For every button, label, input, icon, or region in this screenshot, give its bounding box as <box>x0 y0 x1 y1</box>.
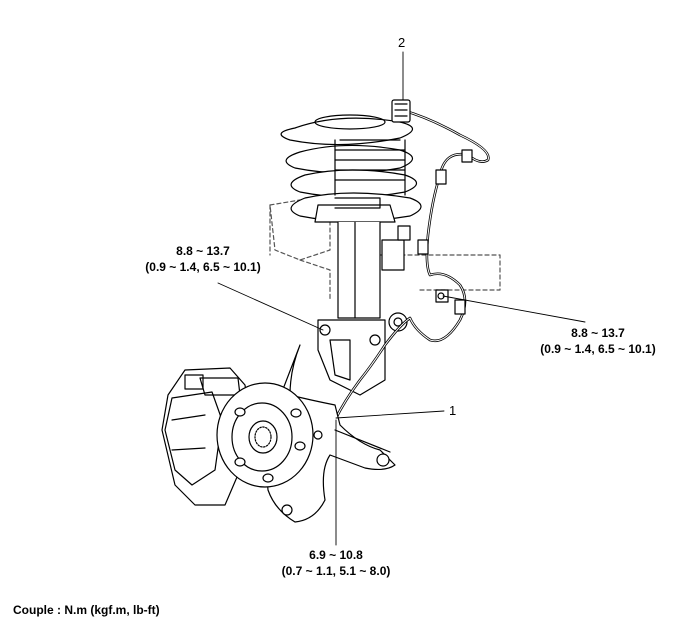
leader-lines <box>217 51 586 546</box>
strut-tube <box>337 221 411 319</box>
torque-bottom-value: 6.9 ~ 10.8 <box>309 548 363 562</box>
wheel-hub <box>216 382 314 488</box>
callout-part-1: 1 <box>449 403 457 418</box>
torque-unit-note: Couple : N.m (kgf.m, lb-ft) <box>13 603 160 617</box>
torque-upper-left-value: 8.8 ~ 13.7 <box>176 244 230 258</box>
sensor-connector <box>391 99 411 123</box>
sensor-cable <box>333 108 490 422</box>
strut-bracket <box>317 312 408 396</box>
spring-seat <box>314 197 396 223</box>
leader-part-1 <box>335 410 445 419</box>
torque-right-alt: (0.9 ~ 1.4, 6.5 ~ 10.1) <box>540 342 656 356</box>
callout-part-2: 2 <box>398 35 406 50</box>
torque-upper-left-alt: (0.9 ~ 1.4, 6.5 ~ 10.1) <box>145 260 261 274</box>
torque-bottom-alt: (0.7 ~ 1.1, 5.1 ~ 8.0) <box>281 564 391 578</box>
leader-upper-left-torque <box>217 282 324 331</box>
torque-right-value: 8.8 ~ 13.7 <box>571 326 625 340</box>
cable-clips <box>417 149 473 315</box>
leader-right-torque <box>442 295 586 323</box>
